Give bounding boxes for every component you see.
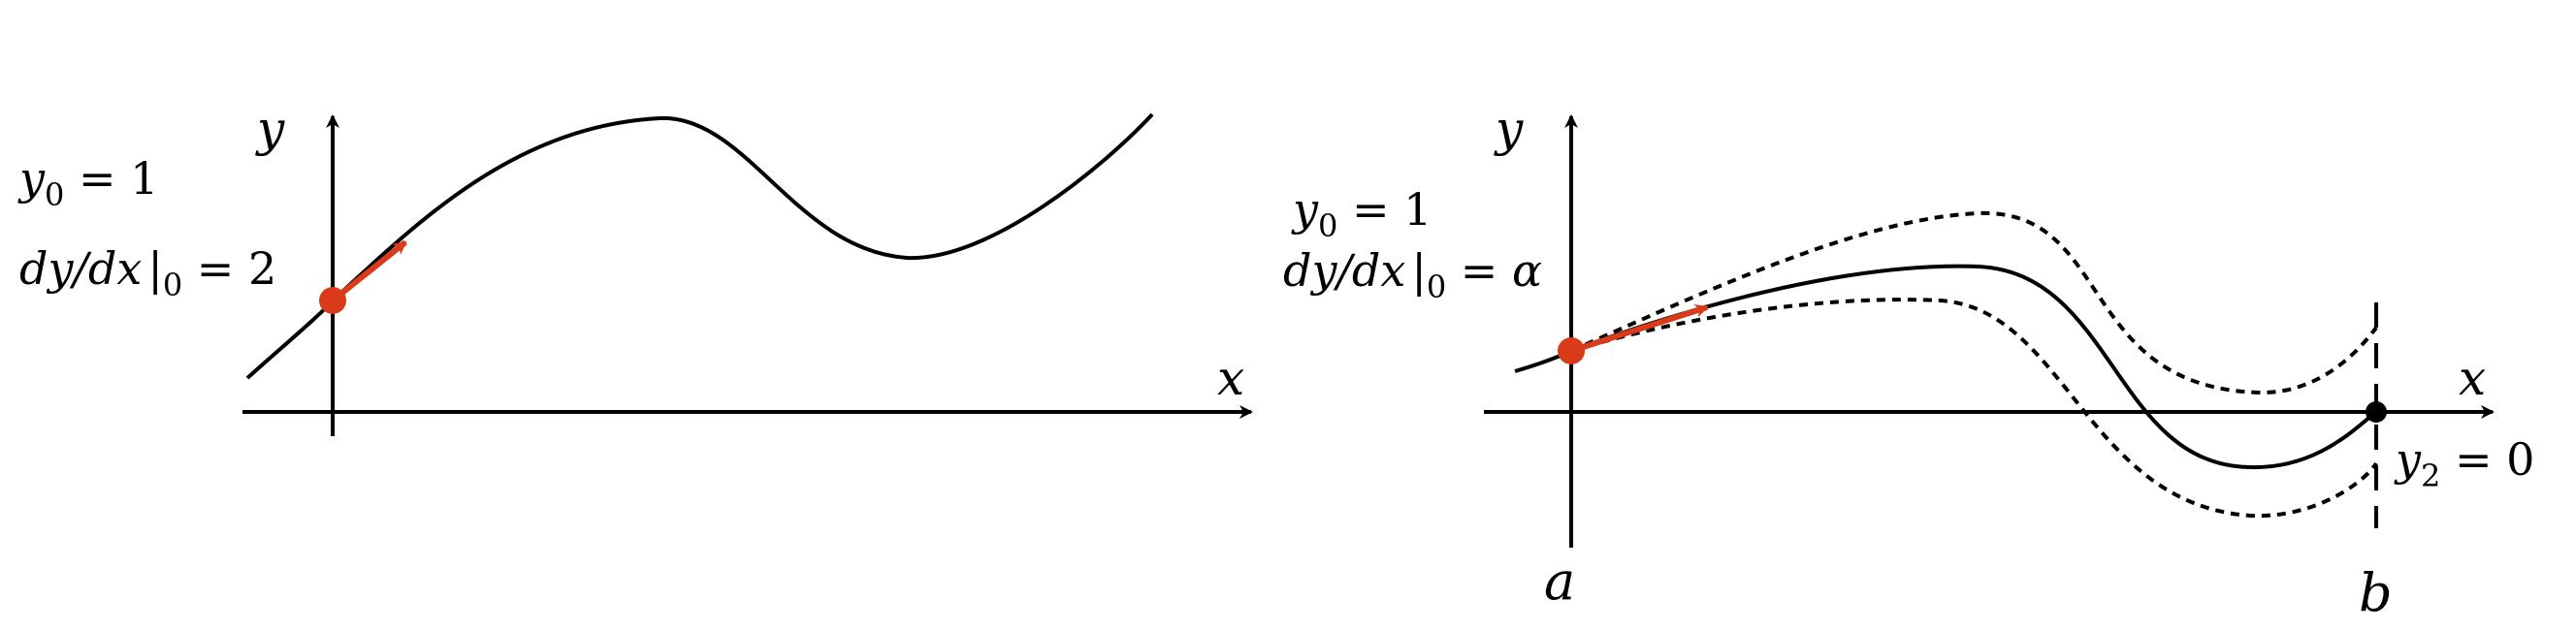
left-slope-arrow xyxy=(331,239,407,303)
right-slope-arrow xyxy=(1570,304,1709,354)
left-y-axis-label: y xyxy=(255,101,285,157)
left-initial-point xyxy=(319,287,346,314)
left-initial-slope: dy/dx|0 = 2 xyxy=(19,242,276,303)
right-boundary-value: y2 = 0 xyxy=(2394,433,2534,494)
right-panel: x y y0 = 1 dy/dx|0 = α y2 = 0 a b xyxy=(1283,101,2534,623)
right-initial-value: y0 = 1 xyxy=(1291,183,1432,244)
left-bound-label-a: a xyxy=(1544,551,1575,612)
right-boundary-point xyxy=(2366,401,2387,423)
right-bound-label-b: b xyxy=(2359,562,2393,623)
right-initial-slope: dy/dx|0 = α xyxy=(1283,244,1542,305)
upper-trial-curve xyxy=(1570,210,2378,395)
right-solution-curve xyxy=(1514,264,2378,470)
left-initial-value: y0 = 1 xyxy=(17,152,158,213)
right-initial-point xyxy=(1558,337,1585,364)
left-solution-curve xyxy=(245,112,1154,380)
left-panel: x y y0 = 1 dy/dx|0 = 2 xyxy=(17,101,1253,436)
right-y-axis-label: y xyxy=(1494,101,1524,157)
right-x-axis-label: x xyxy=(2459,350,2486,406)
left-x-axis-label: x xyxy=(1217,350,1244,406)
lower-trial-curve xyxy=(1570,298,2378,519)
